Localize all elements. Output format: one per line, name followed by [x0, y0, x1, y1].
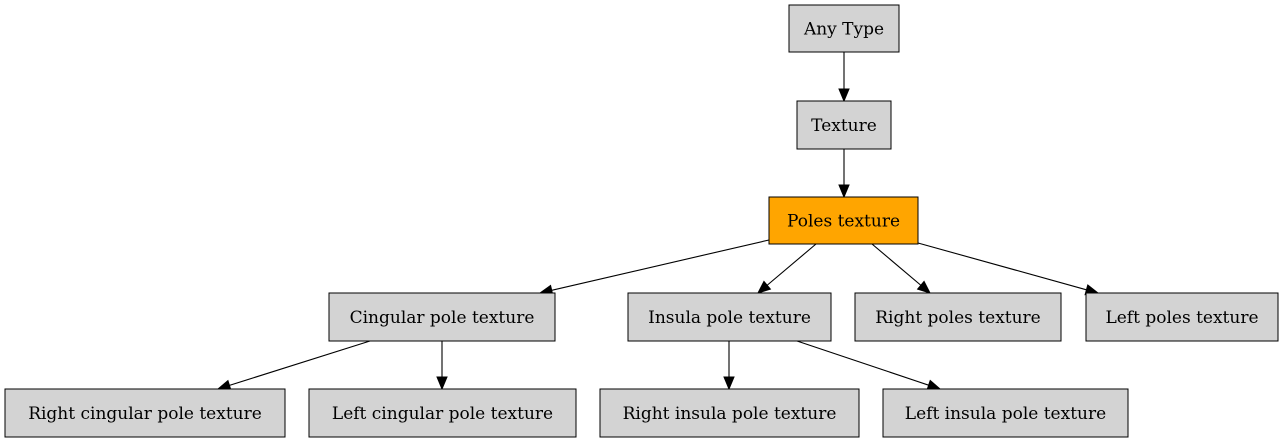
- edges-layer: [216, 52, 1100, 391]
- node-box: [627, 292, 832, 342]
- edge-texture-to-poles-texture: [838, 149, 850, 199]
- node-box: [796, 100, 892, 150]
- edge-line: [796, 340, 929, 386]
- edge-insula-pole-texture-to-right-insula-pole-texture: [723, 341, 735, 391]
- arrow-head: [926, 379, 942, 391]
- node-box: [4, 388, 286, 438]
- arrow-head: [838, 184, 850, 199]
- node-right-poles-texture: Right poles texture: [854, 292, 1062, 342]
- edge-poles-texture-to-cingular-pole-texture: [538, 239, 770, 296]
- node-label: Left poles texture: [1105, 308, 1258, 328]
- node-left-poles-texture: Left poles texture: [1085, 292, 1279, 342]
- node-box: [882, 388, 1129, 438]
- node-texture: Texture: [796, 100, 892, 150]
- node-box: [854, 292, 1062, 342]
- edge-cingular-pole-texture-to-right-cingular-pole-texture: [216, 340, 371, 391]
- edge-insula-pole-texture-to-left-insula-pole-texture: [796, 340, 942, 391]
- node-right-insula-pole-texture: Right insula pole texture: [599, 388, 860, 438]
- edge-poles-texture-to-right-poles-texture: [871, 243, 931, 294]
- node-box: [788, 4, 900, 53]
- arrow-head: [436, 376, 448, 391]
- arrow-head: [723, 376, 735, 391]
- node-poles-texture: Poles texture: [768, 196, 919, 245]
- node-insula-pole-texture: Insula pole texture: [627, 292, 832, 342]
- node-label: Right insula pole texture: [623, 404, 837, 424]
- node-any-type: Any Type: [788, 4, 900, 53]
- node-right-cingular-pole-texture: Right cingular pole texture: [4, 388, 286, 438]
- arrow-head: [916, 280, 931, 294]
- node-label: Insula pole texture: [648, 308, 811, 328]
- node-box: [768, 196, 919, 245]
- node-cingular-pole-texture: Cingular pole texture: [328, 292, 556, 342]
- node-left-cingular-pole-texture: Left cingular pole texture: [308, 388, 577, 438]
- node-label: Any Type: [803, 20, 884, 40]
- edge-poles-texture-to-left-poles-texture: [917, 242, 1100, 296]
- node-label: Texture: [811, 116, 877, 136]
- edge-line: [551, 239, 770, 291]
- node-label: Poles texture: [787, 212, 900, 232]
- node-box: [308, 388, 577, 438]
- node-label: Left cingular pole texture: [332, 404, 553, 424]
- edge-line: [917, 242, 1087, 291]
- edge-any-type-to-texture: [838, 52, 850, 103]
- edge-line: [766, 243, 817, 286]
- edge-line: [871, 243, 922, 286]
- node-label: Cingular pole texture: [350, 308, 535, 328]
- node-box: [328, 292, 556, 342]
- edge-cingular-pole-texture-to-left-cingular-pole-texture: [436, 341, 448, 391]
- node-left-insula-pole-texture: Left insula pole texture: [882, 388, 1129, 438]
- edge-line: [229, 340, 371, 386]
- node-box: [599, 388, 860, 438]
- node-label: Right cingular pole texture: [28, 404, 262, 424]
- edge-poles-texture-to-insula-pole-texture: [757, 243, 817, 294]
- node-label: Right poles texture: [875, 308, 1041, 328]
- node-box: [1085, 292, 1279, 342]
- arrow-head: [838, 88, 850, 103]
- arrow-head: [757, 280, 772, 294]
- node-label: Left insula pole texture: [905, 404, 1106, 424]
